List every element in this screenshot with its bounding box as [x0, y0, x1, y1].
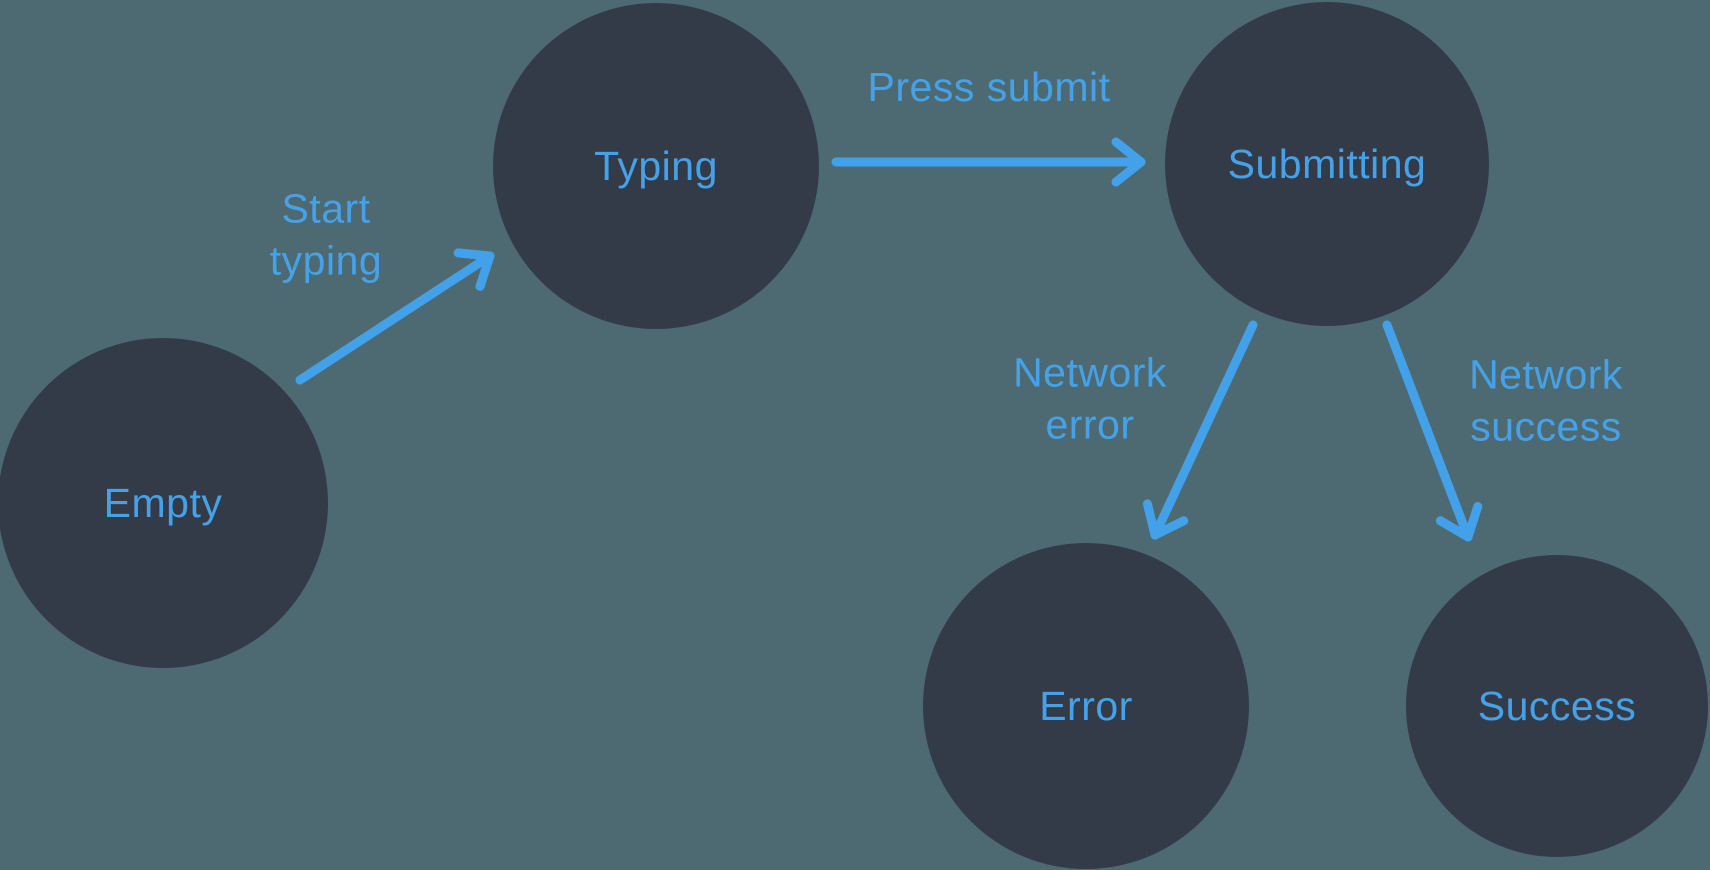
edge-label-network-error: Network error [1013, 349, 1167, 448]
edge-label-press-submit: Press submit [867, 63, 1111, 110]
state-node-label: Empty [103, 479, 223, 526]
edge-label-start-typing: Start typing [269, 185, 383, 284]
state-node-label: Submitting [1227, 140, 1427, 187]
edge-label-network-success: Network success [1469, 351, 1623, 450]
state-node-success: Success [1406, 555, 1708, 857]
state-node-submitting: Submitting [1165, 2, 1489, 326]
state-node-label: Success [1477, 682, 1637, 729]
state-node-label: Typing [594, 142, 718, 189]
state-node-label: Error [1039, 682, 1133, 729]
state-node-typing: Typing [493, 3, 819, 329]
state-node-error: Error [923, 543, 1249, 869]
state-node-empty: Empty [0, 338, 328, 668]
